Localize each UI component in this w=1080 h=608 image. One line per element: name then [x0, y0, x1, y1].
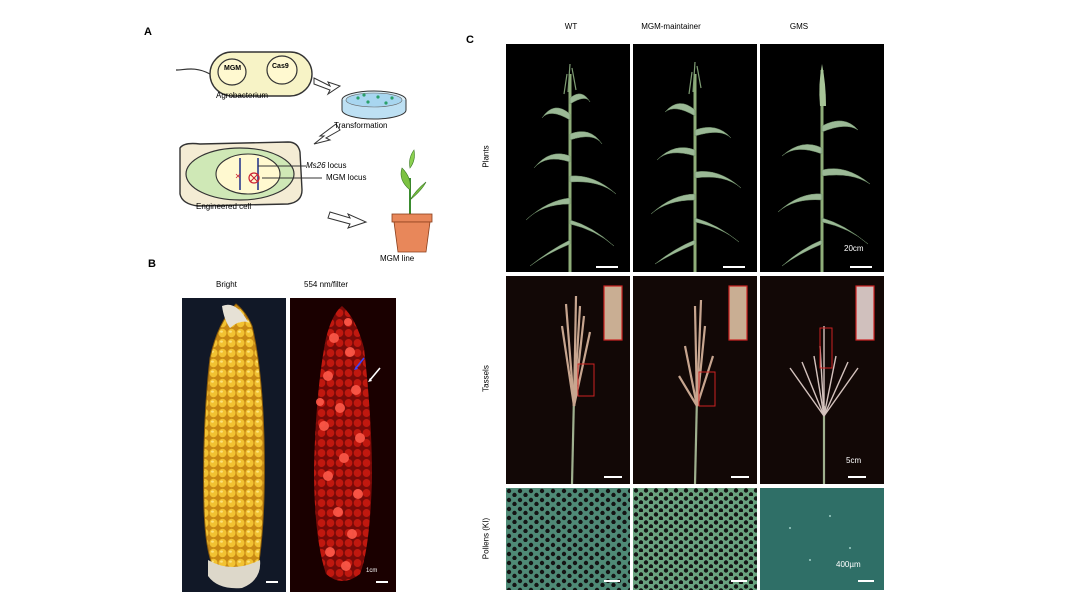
filter-label: 554 nm/filter — [304, 280, 349, 289]
white-arrow-icon — [369, 367, 381, 381]
row-label-pollens: Pollens (KI) — [481, 517, 491, 560]
cas9-label: Cas9 — [272, 63, 289, 70]
wt-tassel-image — [506, 276, 630, 484]
wt-pollen-image — [506, 488, 630, 590]
mgm-maintainer-plant-image — [633, 44, 757, 272]
corn-ear-fluorescence-image: 1cm — [290, 298, 396, 592]
engineered-cell-label: Engineered cell — [196, 202, 252, 211]
flower-pot-icon — [393, 221, 431, 253]
column-label-mgm-maintainer: MGM-maintainer — [641, 22, 701, 31]
mgm-label: MGM — [224, 65, 242, 72]
nucleus — [215, 153, 281, 195]
panel-a-letter: A — [144, 26, 152, 38]
corn-ear-bright-image — [182, 298, 286, 592]
mgm-maintainer-pollen-image — [633, 488, 757, 590]
seedling-leaf-icon — [400, 167, 411, 191]
gms-tassel-image: 5cm — [760, 276, 884, 484]
gms-pollen-image: 400µm — [760, 488, 884, 590]
bright-label: Bright — [216, 280, 237, 289]
row-label-tassels: Tassels — [481, 365, 491, 392]
cut-site-icon — [248, 172, 260, 184]
agrobacterium-label: Agrobacterium — [216, 91, 269, 100]
transformation-label: Transformation — [334, 121, 388, 130]
panel-c-letter: C — [466, 34, 474, 46]
panel-a-diagram — [175, 51, 433, 253]
scale-label-5cm: 5cm — [846, 456, 862, 465]
scale-label-20cm: 20cm — [844, 244, 864, 253]
row-label-plants: Plants — [481, 145, 491, 168]
panel-b-letter: B — [148, 258, 156, 270]
scale-label-1cm: 1cm — [366, 568, 378, 574]
cas9-plasmid — [266, 55, 298, 85]
scale-label-400um: 400µm — [836, 560, 861, 569]
gms-plant-image: 20cm — [760, 44, 884, 272]
mgm-plasmid — [217, 58, 247, 86]
blue-arrow-icon — [355, 357, 365, 369]
column-label-gms: GMS — [789, 22, 809, 31]
mgm-locus-label: MGM locus — [326, 173, 367, 182]
wt-plant-image — [506, 44, 630, 272]
mgm-maintainer-tassel-image — [633, 276, 757, 484]
petri-dish — [345, 92, 403, 108]
ms26-locus-label: Ms26 locus — [306, 161, 347, 170]
column-label-wt: WT — [564, 22, 578, 31]
mgm-line-label: MGM line — [380, 254, 415, 263]
